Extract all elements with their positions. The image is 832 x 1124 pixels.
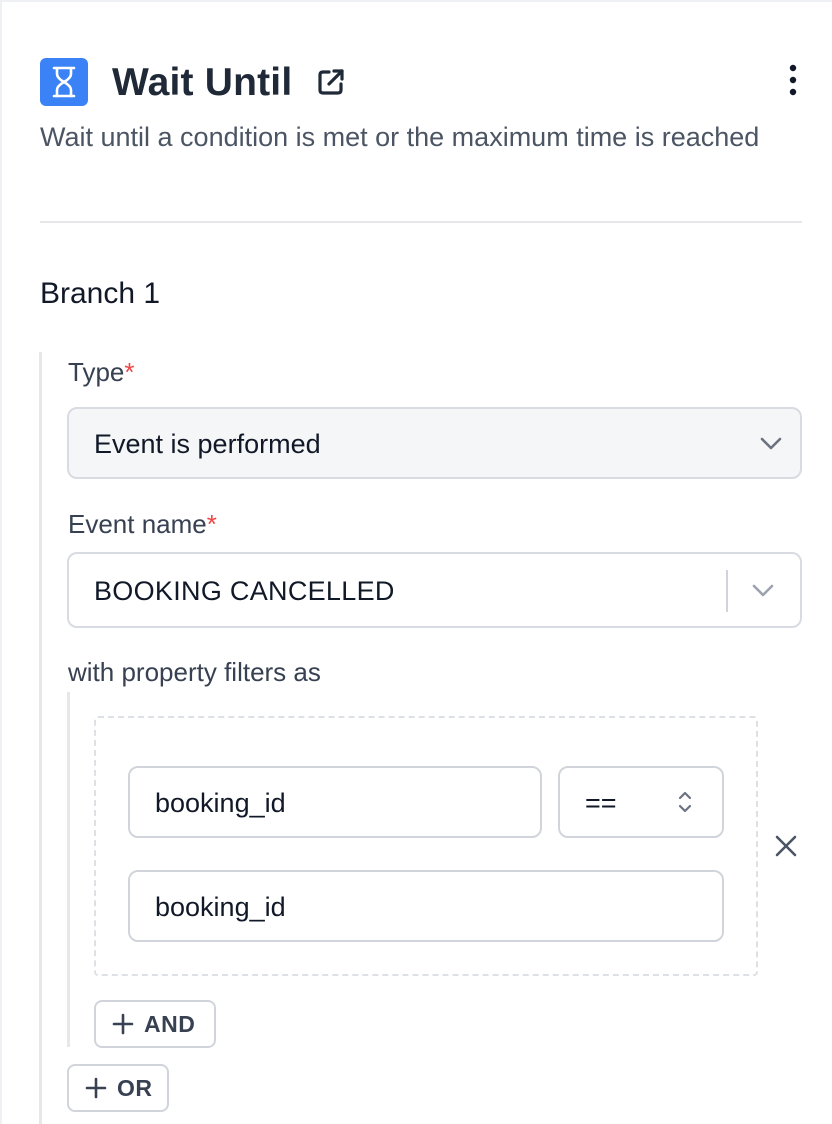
property-input-value: booking_id xyxy=(155,788,286,818)
chevron-up-down-icon xyxy=(678,790,692,814)
external-link-icon[interactable] xyxy=(315,66,347,98)
type-label: Type* xyxy=(68,357,135,388)
select-separator xyxy=(726,570,728,612)
event-name-label-text: Event name xyxy=(68,509,207,539)
plus-icon xyxy=(112,1013,134,1035)
filter-group xyxy=(94,716,758,976)
divider xyxy=(40,221,802,223)
filter-value-input[interactable]: booking_id xyxy=(128,870,724,942)
property-input[interactable]: booking_id xyxy=(128,766,542,838)
type-select-value: Event is performed xyxy=(94,429,321,459)
filters-rail xyxy=(67,692,70,1047)
branch-title: Branch 1 xyxy=(40,277,161,310)
operator-select[interactable]: == xyxy=(558,766,724,838)
chevron-down-icon[interactable] xyxy=(752,584,774,598)
node-header: Wait Until xyxy=(40,58,800,108)
event-name-select[interactable]: BOOKING CANCELLED xyxy=(67,552,802,628)
add-or-label: OR xyxy=(117,1074,153,1101)
add-or-button[interactable]: OR xyxy=(67,1064,169,1112)
operator-value: == xyxy=(585,788,617,818)
type-label-text: Type xyxy=(68,357,125,387)
branch-rail xyxy=(39,352,42,1124)
filter-value-text: booking_id xyxy=(155,892,286,922)
hourglass-icon xyxy=(40,58,88,106)
event-name-value: BOOKING CANCELLED xyxy=(94,576,395,606)
type-select[interactable]: Event is performed xyxy=(67,407,802,479)
property-filters-label: with property filters as xyxy=(68,657,321,687)
required-mark: * xyxy=(124,357,135,387)
chevron-down-icon xyxy=(760,437,782,451)
plus-icon xyxy=(85,1077,107,1099)
required-mark: * xyxy=(206,509,217,539)
more-options-icon[interactable] xyxy=(786,62,800,98)
close-icon[interactable] xyxy=(774,834,798,858)
node-description: Wait until a condition is met or the max… xyxy=(40,122,760,152)
event-name-label: Event name* xyxy=(68,509,217,540)
add-and-button[interactable]: AND xyxy=(94,1000,216,1048)
node-title: Wait Until xyxy=(112,61,293,104)
add-and-label: AND xyxy=(144,1010,196,1037)
